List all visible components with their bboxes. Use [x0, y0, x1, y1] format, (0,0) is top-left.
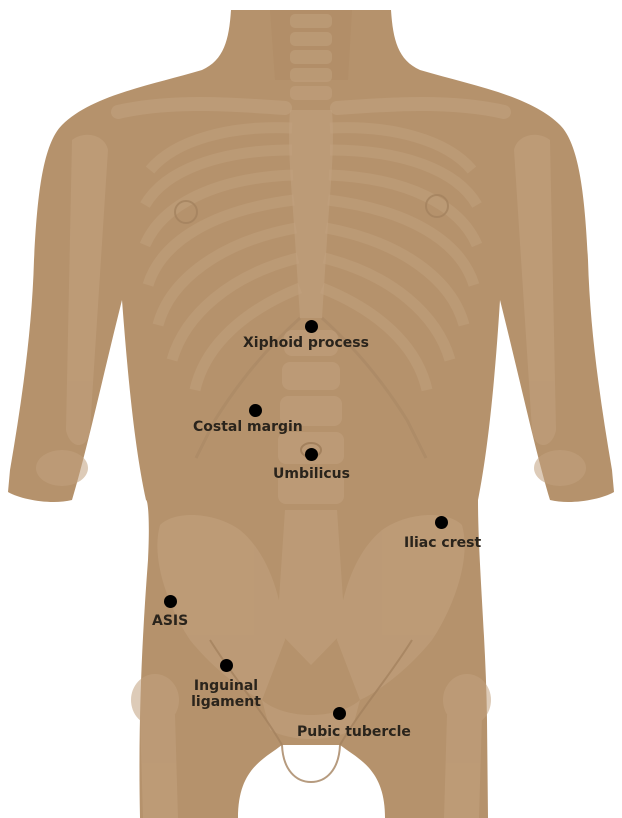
label-iliac-crest: Iliac crest [404, 535, 481, 551]
label-pubic-tubercle: Pubic tubercle [297, 724, 411, 740]
label-inguinal-ligament: Inguinal ligament [181, 678, 271, 710]
marker-pubic-tubercle [333, 707, 346, 720]
marker-asis [164, 595, 177, 608]
label-costal-margin: Costal margin [193, 419, 303, 435]
marker-iliac-crest [435, 516, 448, 529]
label-xiphoid: Xiphoid process [243, 335, 369, 351]
label-umbilicus: Umbilicus [273, 466, 350, 482]
marker-xiphoid [305, 320, 318, 333]
marker-inguinal-ligament [220, 659, 233, 672]
marker-costal-margin [249, 404, 262, 417]
label-asis: ASIS [152, 613, 188, 629]
cervical-spine [290, 14, 332, 100]
marker-umbilicus [305, 448, 318, 461]
